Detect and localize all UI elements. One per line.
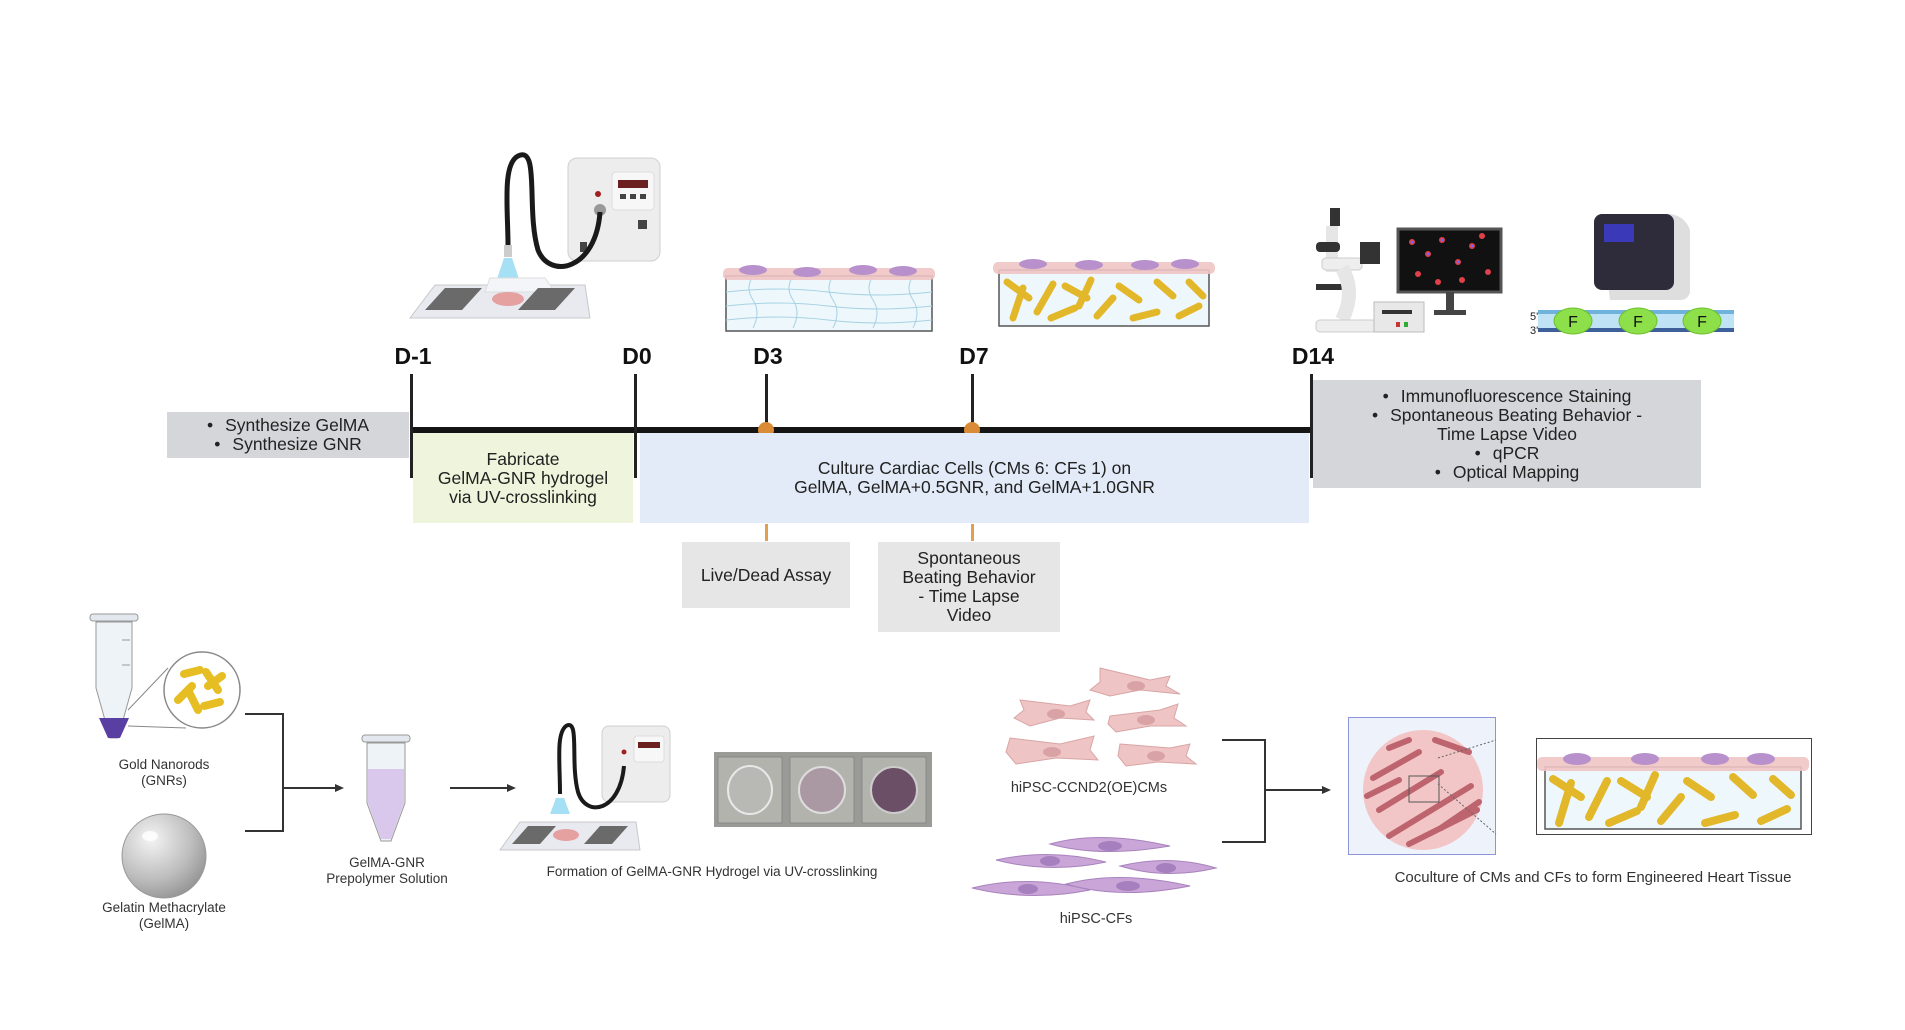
d7-connector: [971, 524, 974, 541]
cms-label: hiPSC-CCND2(OE)CMs: [1010, 780, 1168, 796]
merge-bracket-1: [245, 713, 344, 832]
tick-d-1: [410, 374, 413, 478]
hydrogel-photo: [714, 752, 932, 827]
fluor-label: F: [1633, 314, 1643, 331]
fluor-label: F: [1568, 314, 1578, 331]
pre-step-item: Synthesize GNR: [214, 435, 361, 454]
tube-icon: [89, 613, 241, 739]
d3-assay-box: Live/Dead Assay: [682, 542, 850, 608]
qpcr-machine-icon: 5' 3' F F F: [1530, 214, 1734, 337]
d7-assay-box: Spontaneous Beating Behavior - Time Laps…: [878, 542, 1060, 632]
day-label-d14: D14: [1291, 343, 1335, 369]
fluorophore-icons: F F F: [1553, 307, 1722, 335]
day-label-d-1: D-1: [394, 343, 432, 369]
gelma-label: Gelatin Methacrylate (GelMA): [102, 900, 226, 932]
timeline-axis: [411, 427, 1313, 433]
monitor-icon: [1396, 227, 1503, 294]
dna-3prime-label: 3': [1530, 325, 1538, 337]
tick-d0: [634, 374, 637, 478]
d14-assay-item: qPCR: [1475, 443, 1540, 463]
coculture-label: Coculture of CMs and CFs to form Enginee…: [1394, 869, 1792, 886]
hydrogel-gelma-illustration: [723, 262, 935, 336]
prepolymer-label: GelMA-GNR Prepolymer Solution: [326, 855, 448, 887]
fabricate-line: Fabricate: [486, 448, 560, 469]
tick-d14: [1310, 374, 1313, 478]
d14-assay-item: Immunofluorescence Staining: [1383, 386, 1632, 406]
tissue-section-panel: [1348, 717, 1496, 855]
day-label-d7: D7: [959, 343, 989, 369]
microscope-illustration: [1312, 202, 1507, 340]
gelma-label-line: (GelMA): [138, 916, 190, 931]
prepolymer-label-line: GelMA-GNR: [349, 855, 425, 870]
hydrogel-gelma-gnr-illustration: [993, 258, 1215, 332]
cardiac-fibroblasts-icon: [971, 837, 1218, 897]
d7-assay-line: Spontaneous: [917, 548, 1021, 568]
prepolymer-tube-icon: [361, 734, 411, 842]
fabricate-line: via UV-crosslinking: [449, 486, 597, 507]
zoom-lines: [1437, 739, 1497, 835]
fabricate-box: Fabricate GelMA-GNR hydrogel via UV-cros…: [413, 433, 633, 523]
uv-lamp-icon: [408, 152, 661, 319]
gelma-label-line: Gelatin Methacrylate: [102, 900, 226, 915]
d7-assay-line: Beating Behavior: [902, 567, 1036, 587]
uv-crosslinker-illustration: [390, 150, 670, 330]
d3-connector: [765, 524, 768, 541]
cfs-label: hiPSC-CFs: [1059, 911, 1133, 927]
gnr-tube-illustration: [88, 610, 248, 745]
day-label-d0: D0: [622, 343, 652, 369]
fluor-label: F: [1697, 314, 1707, 331]
gnr-label: Gold Nanorods (GNRs): [119, 757, 210, 789]
pre-step-item: Synthesize GelMA: [207, 416, 369, 435]
arrow-right-icon: [1322, 786, 1331, 794]
gelma-sphere-icon: [121, 813, 207, 899]
merge-bracket-2: [1222, 739, 1331, 843]
arrow-right-icon: [335, 784, 344, 792]
d7-assay-line: Video: [946, 605, 992, 625]
day-label-d3: D3: [753, 343, 783, 369]
culture-box: Culture Cardiac Cells (CMs 6: CFs 1) on …: [640, 433, 1309, 523]
uv-crosslinker-small-icon: [499, 723, 671, 851]
gnr-magnified-icon: [163, 651, 241, 729]
formation-label: Formation of GelMA-GNR Hydrogel via UV-c…: [546, 864, 878, 879]
arrow-2: [450, 784, 516, 792]
dna-5prime-label: 5': [1530, 311, 1538, 323]
arrow-right-icon: [507, 784, 516, 792]
gnr-label-line: (GNRs): [141, 773, 187, 788]
gnr-label-line: Gold Nanorods: [118, 757, 210, 772]
engineered-heart-tissue-inset: [1536, 738, 1812, 835]
microscope-icon: [1315, 208, 1503, 333]
d14-assay-item: Time Lapse Video: [1436, 423, 1578, 444]
culture-line: Culture Cardiac Cells (CMs 6: CFs 1) on: [817, 458, 1132, 478]
d7-assay-line: - Time Lapse: [918, 586, 1020, 606]
cardiomyocytes-icon: [1005, 667, 1198, 767]
qpcr-illustration: 5' 3' F F F: [1530, 210, 1740, 340]
tick-d3: [765, 374, 768, 428]
d14-assay-item: Spontaneous Beating Behavior -: [1372, 405, 1642, 425]
culture-line: GelMA, GelMA+0.5GNR, and GelMA+1.0GNR: [794, 477, 1155, 497]
fabricate-line: GelMA-GNR hydrogel: [437, 467, 609, 488]
d3-assay-text: Live/Dead Assay: [700, 564, 832, 585]
pre-steps-box: Synthesize GelMA Synthesize GNR: [167, 412, 409, 458]
prepolymer-label-line: Prepolymer Solution: [326, 871, 448, 886]
d14-assays-box: Immunofluorescence Staining Spontaneous …: [1313, 380, 1701, 488]
tick-d7: [971, 374, 974, 428]
d14-assay-item: Optical Mapping: [1435, 462, 1579, 482]
